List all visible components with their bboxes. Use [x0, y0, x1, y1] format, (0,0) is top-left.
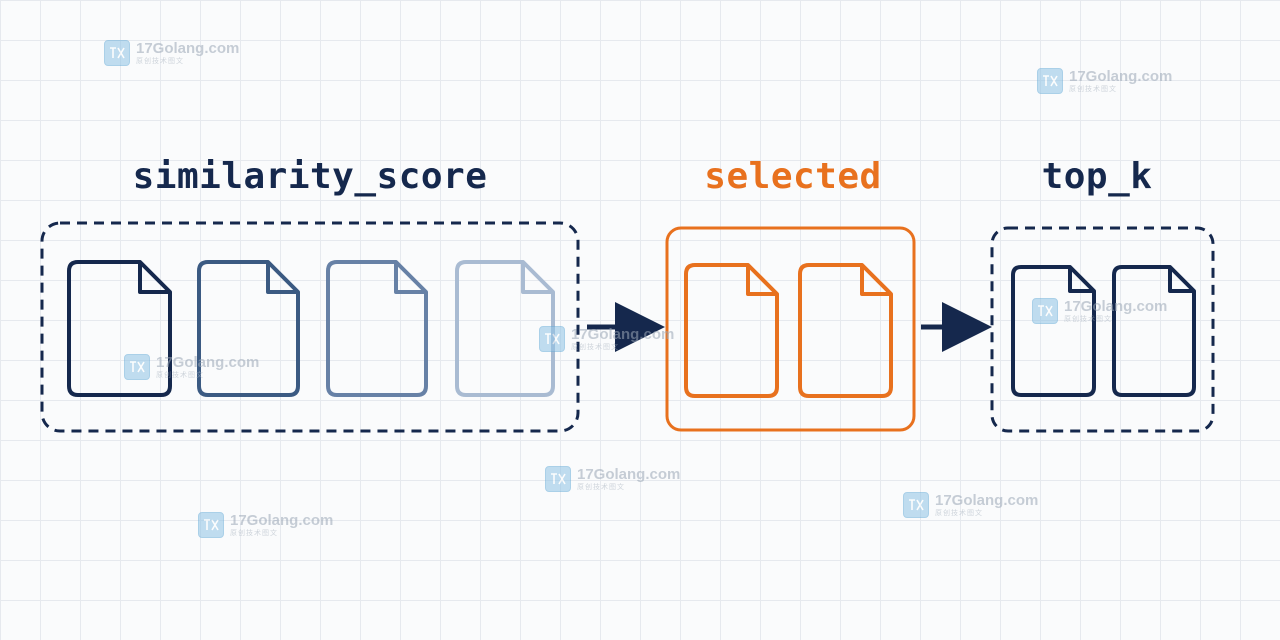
document-icon: [326, 260, 428, 397]
document-icon: [684, 263, 779, 398]
similarity-score-group-box: [40, 221, 580, 433]
document-icon: [1011, 265, 1096, 397]
document-icon: [798, 263, 893, 398]
top-k-label: top_k: [1041, 156, 1153, 197]
document-icon: [67, 260, 172, 397]
top-k-group-box: [990, 226, 1215, 433]
similarity-score-label: similarity_score: [132, 156, 488, 197]
document-icon: [455, 260, 555, 397]
document-icon: [197, 260, 300, 397]
document-icon: [1112, 265, 1196, 397]
selected-label: selected: [704, 156, 882, 197]
selected-group-box: [665, 226, 916, 432]
